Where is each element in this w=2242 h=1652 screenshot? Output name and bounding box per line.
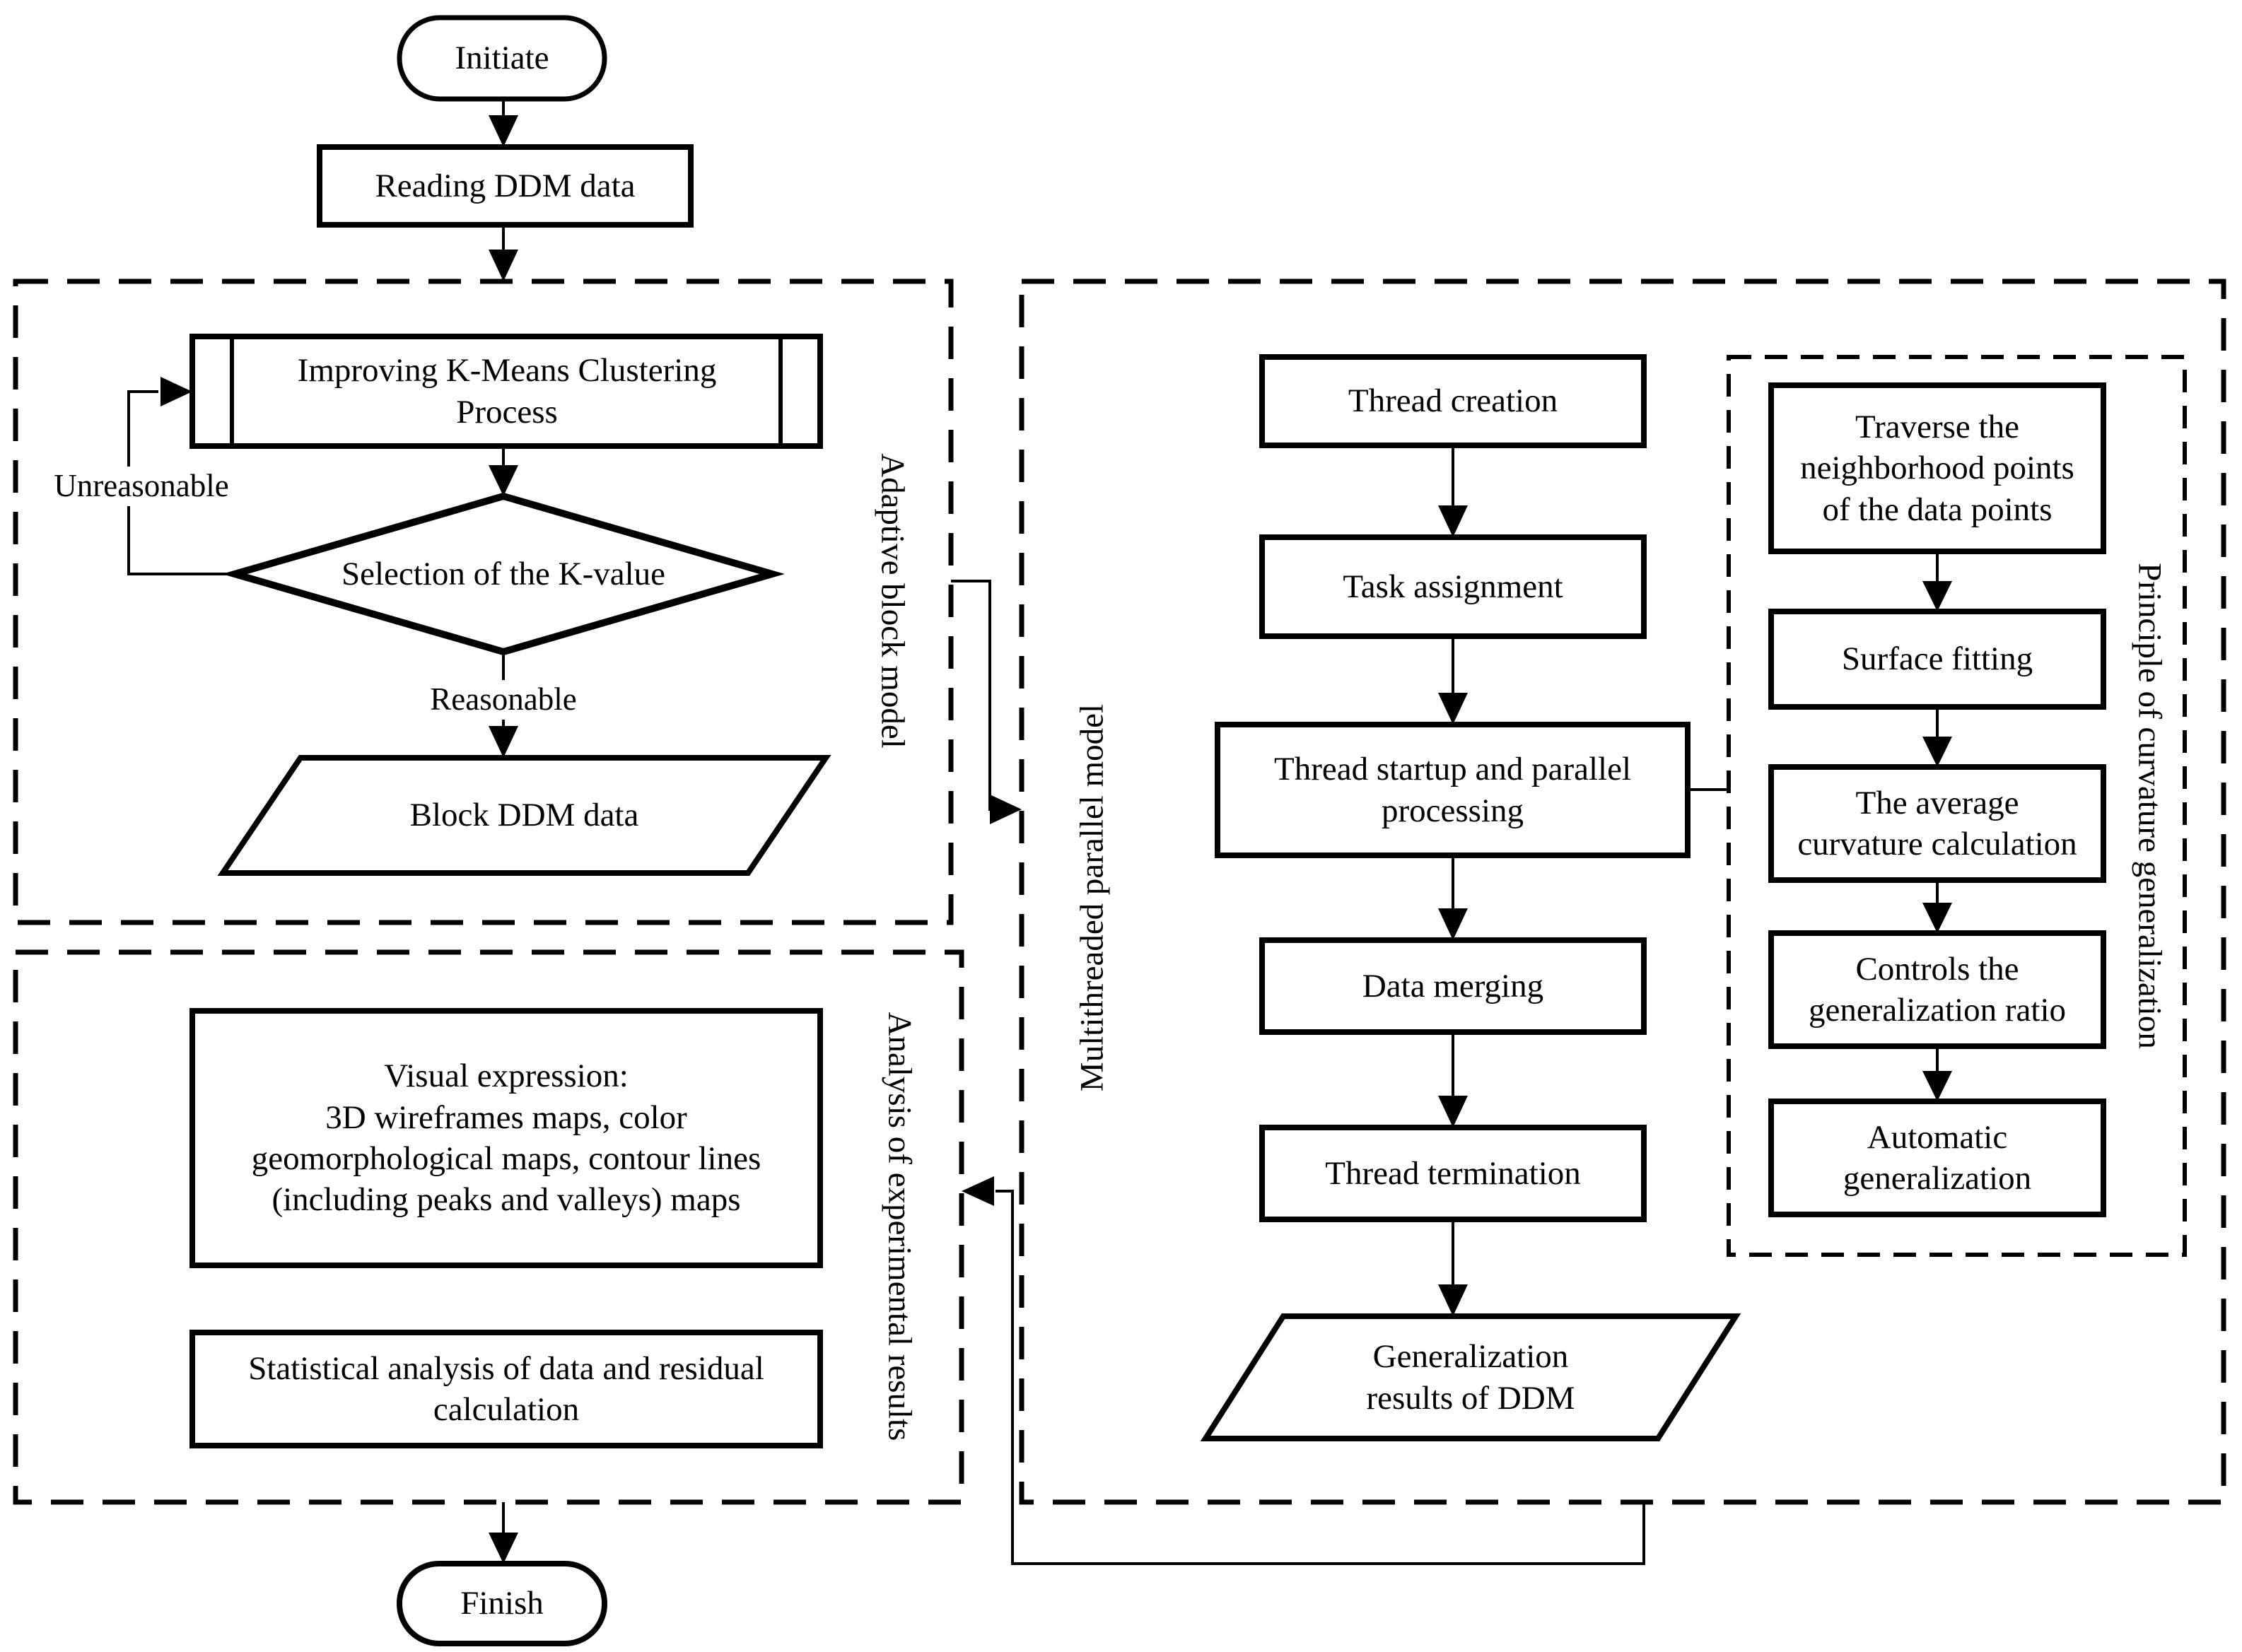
curvature-principle-title: Principle of curvature generalization: [2131, 563, 2168, 1049]
arrowhead: [1438, 693, 1468, 725]
unreasonable-edge-label: Unreasonable: [28, 467, 255, 506]
edge-multithreaded-to-analysis: [996, 1190, 1645, 1565]
kmeans-predefined-process-shape: [189, 334, 823, 449]
controls-ratio-label: Controls the generalization ratio: [1808, 950, 2067, 1029]
automatic-generalization-label: Automatic generalization: [1843, 1118, 2032, 1197]
thread-startup-label: Thread startup and parallel processing: [1273, 751, 1632, 829]
generalization-results-label: Generalization results of DDM: [1366, 1338, 1575, 1417]
traverse-points-label: Traverse the neighborhood points of the …: [1800, 409, 2074, 528]
arrowhead: [1922, 581, 1952, 611]
edge-adaptive-to-multithreaded: [951, 580, 991, 811]
arrowhead: [1922, 1071, 1952, 1101]
visual-expression-label: Visual expression: 3D wireframes maps, c…: [251, 1058, 761, 1219]
adaptive-block-model-group-border: [13, 279, 954, 925]
statistical-analysis-label: Statistical analysis of data and residua…: [248, 1349, 764, 1428]
thread-termination-label: Thread termination: [1325, 1154, 1581, 1192]
arrowhead: [160, 377, 192, 406]
adaptive-block-model-title: Adaptive block model: [874, 453, 911, 749]
block-ddm-data-parallelogram: [217, 755, 831, 876]
arrowhead: [489, 1533, 518, 1564]
finish-terminator-shape: [397, 1561, 607, 1646]
arrowhead: [489, 115, 518, 147]
thread-creation-label: Thread creation: [1348, 382, 1558, 420]
analysis-results-title: Analysis of experimental results: [881, 1012, 918, 1441]
curvature-principle-group-border: [1727, 355, 2187, 1257]
arrowhead: [1438, 1284, 1468, 1316]
multithreaded-model-title: Multithreaded parallel model: [1073, 703, 1111, 1092]
block-ddm-data-label: Block DDM data: [409, 797, 639, 834]
data-merging-label: Data merging: [1362, 967, 1544, 1004]
task-assignment-label: Task assignment: [1343, 568, 1563, 605]
reading-ddm-data-label: Reading DDM data: [375, 167, 636, 204]
finish-label: Finish: [460, 1585, 544, 1622]
reading-ddm-data-shape: [317, 144, 694, 228]
generalization-results-parallelogram: [1200, 1313, 1741, 1441]
k-value-decision-label: Selection of the K-value: [341, 555, 666, 592]
arrowhead: [489, 465, 518, 496]
automatic-generalization-shape: [1768, 1099, 2106, 1217]
multithreaded-model-group-border: [1019, 279, 2226, 1505]
reasonable-edge-label: Reasonable: [407, 680, 600, 720]
arrowhead: [489, 250, 518, 281]
arrowhead: [962, 1176, 994, 1206]
average-curvature-label: The average curvature calculation: [1797, 784, 2077, 862]
analysis-results-group-border: [13, 949, 964, 1505]
arrowhead: [1438, 505, 1468, 537]
visual-expression-shape: [189, 1008, 823, 1268]
arrowhead: [1438, 908, 1468, 940]
kmeans-process-label: Improving K-Means Clustering Process: [297, 352, 717, 430]
initiate-label: Initiate: [455, 40, 549, 77]
arrowhead: [489, 726, 518, 758]
arrowhead: [1922, 737, 1952, 767]
surface-fitting-label: Surface fitting: [1841, 640, 2033, 678]
arrowhead: [1438, 1096, 1468, 1127]
arrowhead: [990, 795, 1022, 824]
statistical-analysis-shape: [189, 1330, 823, 1448]
arrowhead: [1922, 903, 1952, 933]
